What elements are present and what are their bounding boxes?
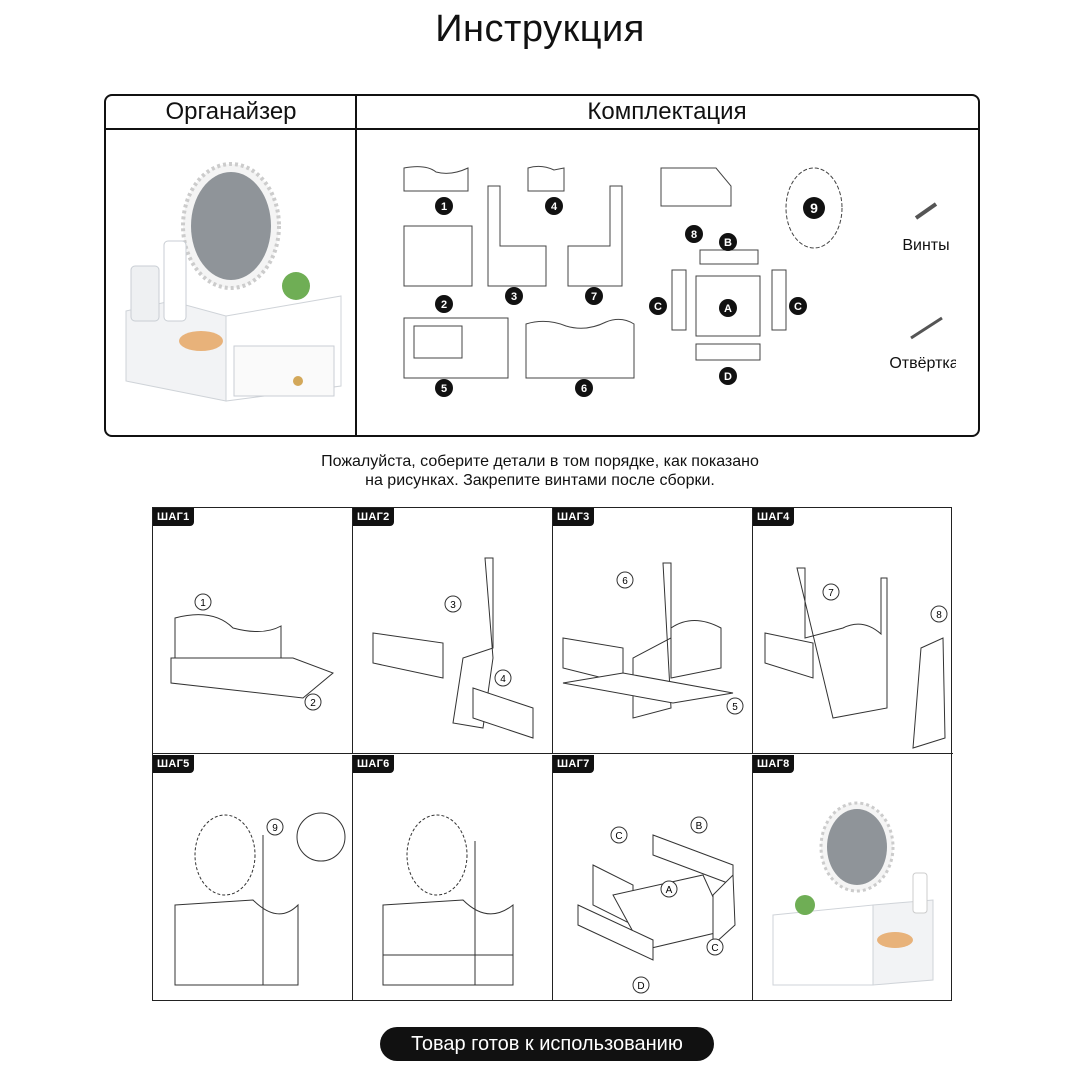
- part-letter-C-right: C: [794, 301, 802, 313]
- part-number-4: 4: [551, 201, 558, 213]
- parts-table: Органайзер Комплектация: [104, 94, 980, 437]
- callout: D: [637, 981, 644, 992]
- step-label: ШАГ2: [353, 508, 394, 526]
- step-label: ШАГ3: [553, 508, 594, 526]
- organizer-photo: [125, 162, 342, 402]
- kit-header: Комплектация: [356, 96, 978, 130]
- step-7: ШАГ7 C B A C D: [553, 755, 753, 1001]
- part-letter-C-left: C: [654, 301, 662, 313]
- step-4-diagram: 7 8: [764, 567, 948, 749]
- column-divider: [355, 96, 357, 435]
- step-label: ШАГ5: [153, 755, 194, 773]
- part-number-7: 7: [591, 291, 597, 303]
- part-number-6: 6: [581, 383, 587, 395]
- step-2-diagram: 3 4: [372, 557, 534, 739]
- callout: C: [711, 943, 718, 954]
- part-number-5: 5: [441, 383, 447, 395]
- page-title: Инструкция: [435, 8, 645, 50]
- callout: 8: [936, 610, 942, 621]
- callout: 3: [450, 600, 456, 611]
- step-8-diagram: [772, 801, 934, 986]
- step-label: ШАГ6: [353, 755, 394, 773]
- part-number-9: 9: [810, 200, 818, 216]
- step-8: ШАГ8: [753, 755, 953, 1001]
- callout: 6: [622, 576, 628, 587]
- screws-label: Винты: [902, 237, 949, 254]
- screwdriver-label: Отвёртка: [889, 355, 956, 372]
- callout: 4: [500, 674, 506, 685]
- step-label: ШАГ4: [753, 508, 794, 526]
- callout: A: [666, 885, 673, 896]
- part-number-1: 1: [441, 201, 447, 213]
- part-number-3: 3: [511, 291, 517, 303]
- step-5-diagram: 9: [174, 812, 346, 986]
- step-2: ШАГ2 3 4: [353, 508, 553, 754]
- ready-banner: Товар готов к использованию: [380, 1027, 714, 1061]
- instruction-note: Пожалуйста, соберите детали в том порядк…: [0, 452, 1080, 490]
- step-3-diagram: 6 5: [562, 562, 744, 719]
- step-label: ШАГ8: [753, 755, 794, 773]
- step-label: ШАГ7: [553, 755, 594, 773]
- steps-grid: ШАГ1 1 2 ШАГ2 3 4 ШАГ3: [152, 507, 953, 1001]
- step-6-diagram: [382, 814, 514, 986]
- callout: 9: [272, 823, 278, 834]
- step-5: ШАГ5 9: [153, 755, 353, 1001]
- part-number-8: 8: [691, 229, 697, 241]
- callout: 1: [200, 598, 206, 609]
- step-4: ШАГ4 7 8: [753, 508, 953, 754]
- part-letter-D: D: [724, 371, 732, 383]
- note-line-2: на рисунках. Закрепите винтами после сбо…: [365, 472, 715, 489]
- callout: 2: [310, 698, 316, 709]
- parts-diagram: 1 4 2 3 7 5 6 8 9 B A C C D Винты Отвёрт…: [403, 165, 956, 397]
- part-number-2: 2: [441, 299, 447, 311]
- part-letter-B: B: [724, 237, 732, 249]
- callout: 5: [732, 702, 738, 713]
- callout: C: [615, 831, 622, 842]
- step-3: ШАГ3 6 5: [553, 508, 753, 754]
- step-1-diagram: 1 2: [170, 593, 334, 711]
- step-1: ШАГ1 1 2: [153, 508, 353, 754]
- note-line-1: Пожалуйста, соберите детали в том порядк…: [321, 453, 759, 470]
- callout: 7: [828, 588, 834, 599]
- step-7-diagram: C B A C D: [577, 816, 736, 994]
- part-letter-A: A: [724, 303, 732, 315]
- step-label: ШАГ1: [153, 508, 194, 526]
- callout: B: [696, 821, 703, 832]
- step-6: ШАГ6: [353, 755, 553, 1001]
- organizer-header: Органайзер: [106, 96, 356, 130]
